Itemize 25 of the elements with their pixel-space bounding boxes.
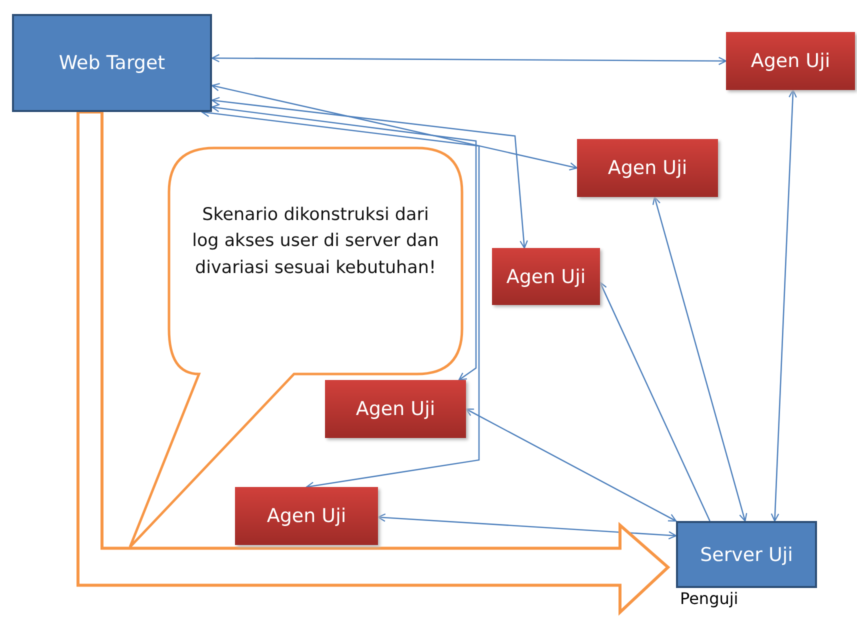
agent-box [492, 248, 600, 305]
agent-box [726, 32, 855, 90]
target-box [12, 14, 212, 112]
arrow [652, 196, 748, 522]
node-label: Server Uji [700, 544, 793, 566]
node-caption: Penguji [680, 589, 738, 608]
arrow [211, 96, 528, 249]
block-arrow [76, 110, 670, 616]
callout-text: Skenario dikonstruksi dari log akses user di server dan divariasi sesuai kebutuhan! [191, 204, 440, 280]
agent-box [577, 139, 718, 197]
arrow [377, 513, 677, 540]
arrow [211, 83, 578, 170]
arrow [465, 408, 677, 522]
node-label: Agen Uji [608, 157, 688, 179]
agent-box [235, 487, 378, 545]
node-label: Agen Uji [356, 398, 436, 420]
agent-box [325, 380, 466, 438]
node-label: Agen Uji [750, 50, 830, 72]
node-label: Web Target [58, 52, 166, 74]
arrow [211, 54, 727, 66]
node-label: Agen Uji [266, 505, 346, 527]
arrow [599, 282, 710, 522]
node-label: Agen Uji [506, 266, 586, 288]
arrow [211, 104, 477, 381]
arrow [770, 89, 797, 522]
